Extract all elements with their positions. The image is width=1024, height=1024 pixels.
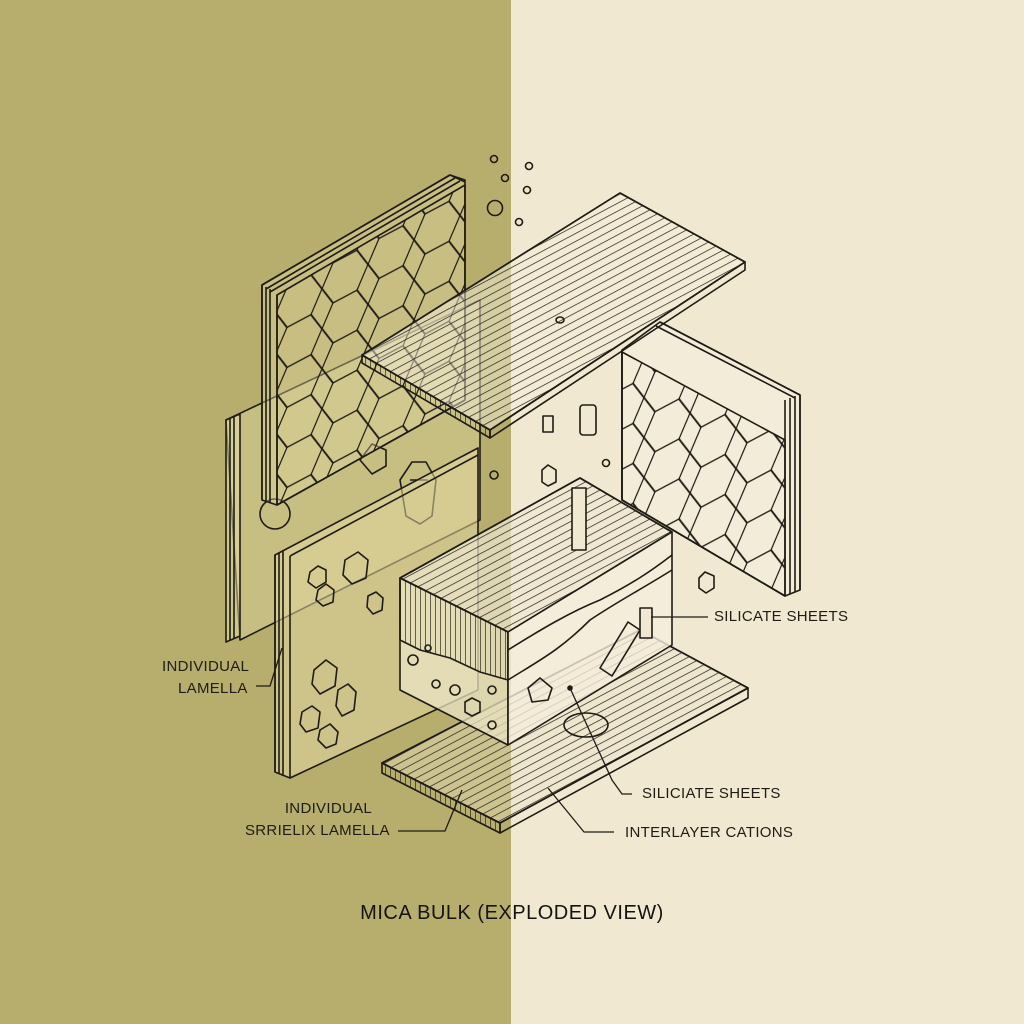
label-line: INDIVIDUAL xyxy=(284,800,373,817)
label-line: INDIVIDUAL xyxy=(162,658,250,675)
hexagon-lattice-panel-right xyxy=(621,321,801,597)
leader-lines xyxy=(256,616,708,833)
label-individual-lamella-1: INDIVIDUAL LAMELLA xyxy=(162,656,249,700)
floating-cation-particles xyxy=(486,154,715,594)
bulk-block-cutaway xyxy=(399,477,673,746)
diagram-title: MICA BULK (EXPLODED VIEW) xyxy=(360,902,664,924)
label-silicate-sheets-2: SILICIATE SHEETS xyxy=(642,783,781,805)
label-individual-lamella-2: INDIVIDUAL SRRIELIX LAMELLA xyxy=(245,798,390,842)
striated-top-slab xyxy=(361,192,746,439)
label-line: SILICATE SHEETS xyxy=(714,608,849,625)
label-silicate-sheets-1: SILICATE SHEETS xyxy=(714,606,848,628)
label-line: LAMELLA xyxy=(178,680,248,697)
label-interlayer-cations: INTERLAYER CATIONS xyxy=(625,822,793,844)
label-line: SRRIELIX LAMELLA xyxy=(245,822,390,839)
hexagon-lattice-panel-left xyxy=(261,174,466,506)
label-line: INTERLAYER CATIONS xyxy=(625,824,794,841)
striated-bottom-slab xyxy=(381,629,749,834)
label-line: SILICIATE SHEETS xyxy=(642,785,781,802)
